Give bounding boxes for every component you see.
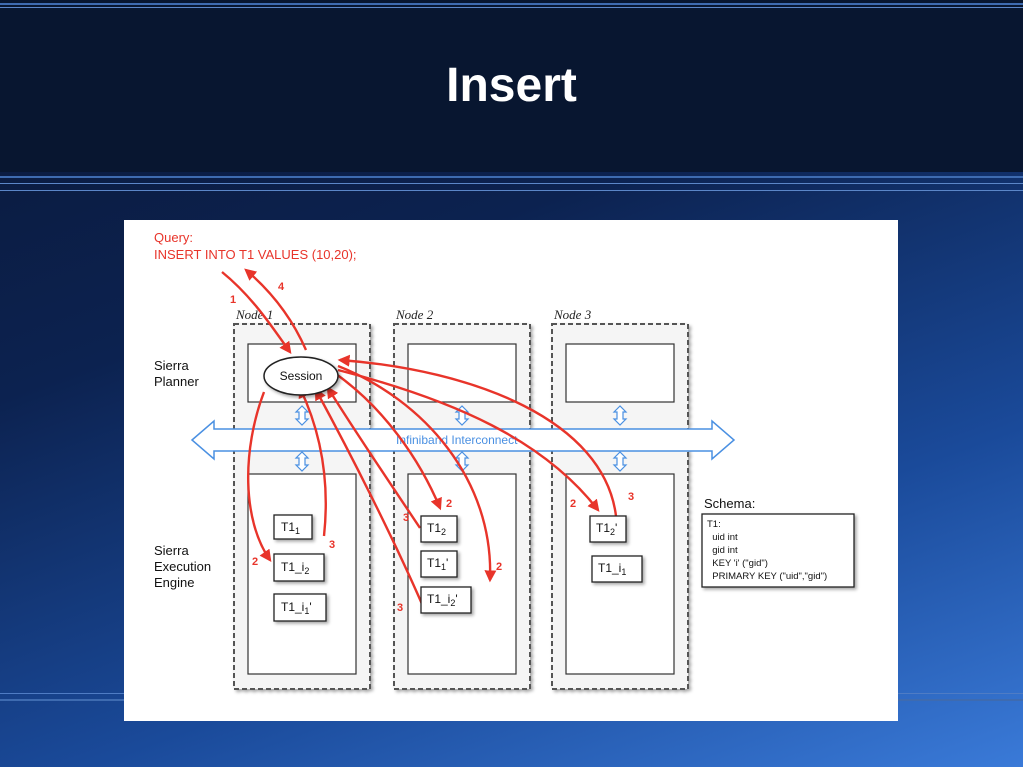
arrow-n1-table-to-session [298,385,327,537]
query-label: Query: [154,230,193,245]
table-box [589,515,627,543]
engine-label-line3: Engine [154,575,194,590]
planner-label-line1: Sierra [154,358,189,373]
architecture-diagram: Query: INSERT INTO T1 VALUES (10,20); No… [154,230,855,690]
step-number: 2 [446,498,452,510]
node-1-tables: T11 T1_i2 T1_i1' [273,514,327,622]
step-number: 3 [403,512,409,524]
schema-heading: Schema: [704,496,755,511]
step-number: 2 [570,498,576,510]
table-label: T1_i1 [598,561,626,577]
arrow-n2-index-to-session [326,385,421,529]
engine-label-line1: Sierra [154,543,189,558]
arrow-n2-table-to-session [314,387,424,605]
schema-lines: T1: uid int gid int KEY 'i' ("gid") PRIM… [707,519,827,582]
session-label: Session [280,369,323,383]
link-n3-top [612,405,628,426]
schema-box [701,513,855,588]
step-number: 3 [329,539,335,551]
title-bar [0,0,1023,172]
architecture-figure: Query: INSERT INTO T1 VALUES (10,20); No… [124,220,898,721]
schema-line: T1: [707,519,721,530]
title-bottom-rule [0,176,1023,178]
table-label: T12' [596,521,617,537]
table-label: T1_i1' [281,600,312,616]
table-label: T12 [427,521,446,537]
node-1-label: Node 1 [235,307,273,322]
schema-line: uid int [707,532,738,543]
planner-label-line2: Planner [154,374,199,389]
node-3-tables: T12' T1_i1 [589,515,643,583]
node-2-label: Node 2 [395,307,434,322]
table-box [420,586,472,614]
session-ellipse [263,356,339,396]
arrow-n1-session-to-index [247,391,272,562]
schema-line: PRIMARY KEY ("uid","gid") [707,571,827,582]
node-3-planner-box [565,343,675,403]
table-box [273,593,327,622]
arrow-session-to-n2-table [335,373,442,511]
table-label: T1_i2 [281,560,309,576]
table-box [591,555,643,583]
step-number: 1 [230,294,236,306]
table-box [273,514,313,540]
schema-line: gid int [707,545,738,556]
table-label: T11' [427,556,448,572]
table-box [420,515,458,543]
arrow-session-to-n2-index [337,364,497,583]
title-bottom-rule-thin-2 [0,190,1023,191]
link-n1-bottom [294,451,310,472]
step-number: 2 [252,556,258,568]
query-text: INSERT INTO T1 VALUES (10,20); [154,247,357,262]
arrow-session-to-n3-table [337,368,600,512]
message-arrows [221,268,618,605]
engine-label-line2: Execution [154,559,211,574]
link-n3-bottom [612,451,628,472]
interconnect-arrow [190,419,736,461]
interconnect-label: Infiniband Interconnect [396,433,518,447]
step-number: 3 [628,491,634,503]
slide-title: Insert [446,59,577,112]
step-number: 4 [278,281,285,293]
table-box [420,550,458,578]
table-box [273,553,325,582]
step-numbers: 1 4 2 3 2 3 2 3 2 3 [230,281,634,614]
arrow-query-to-session [221,271,292,354]
table-label: T11 [281,520,300,536]
arrow-n3-table-to-session [337,354,618,517]
link-n1-top [294,405,310,426]
table-label: T1_i2' [427,592,458,608]
step-number: 2 [496,561,502,573]
schema-line: KEY 'i' ("gid") [707,558,768,569]
title-bottom-rule-thin [0,183,1023,184]
step-number: 3 [397,602,403,614]
node-3-label: Node 3 [553,307,592,322]
arrow-session-to-query [244,268,308,351]
top-rule [0,3,1023,5]
node-2-tables: T12 T11' T1_i2' [420,515,472,614]
top-rule-thin [0,7,1023,8]
